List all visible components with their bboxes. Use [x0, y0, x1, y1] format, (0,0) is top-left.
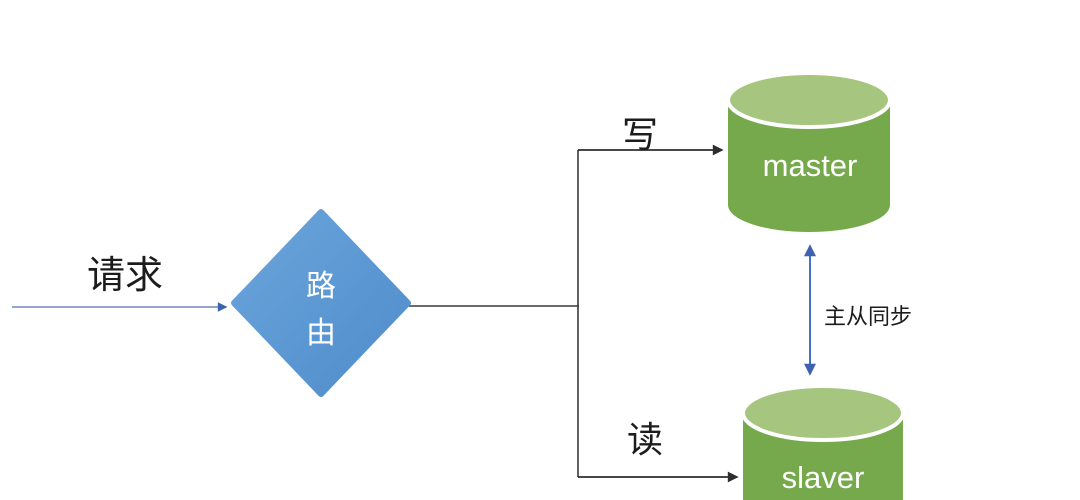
route-label: 路由 [306, 270, 336, 350]
master-cylinder-body [728, 100, 890, 232]
master-cylinder-top [726, 71, 892, 129]
slave-db-node: slaver [741, 384, 905, 500]
request-label: 请求 [87, 255, 163, 297]
slave-label: slaver [782, 460, 865, 495]
sync-label: 主从同步 [824, 304, 912, 329]
master-db-node: master [726, 71, 892, 232]
master-label: master [763, 148, 858, 183]
route-diamond-shape [231, 209, 411, 397]
route-diamond-node: 路由 [231, 209, 411, 397]
slave-cylinder-top [741, 384, 905, 442]
write-label: 写 [622, 114, 658, 155]
read-label: 读 [627, 419, 663, 460]
